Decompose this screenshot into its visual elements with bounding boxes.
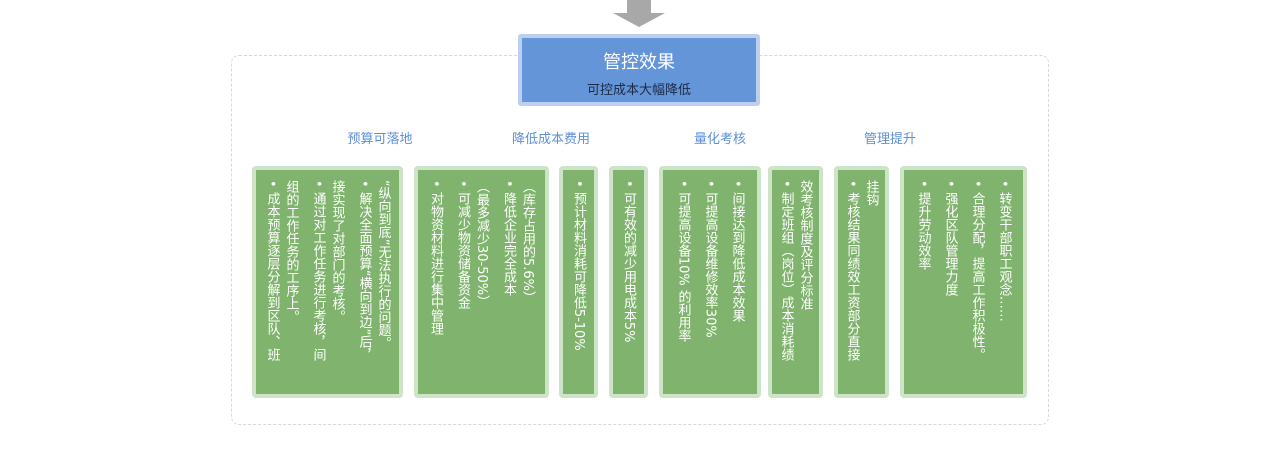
category-label: 量化考核 — [693, 132, 747, 147]
item-text: • 通过对工作任务进行考核，间 — [309, 180, 328, 394]
list-item: • 预计材料消耗可降低5-10% — [569, 180, 588, 394]
item-text: • 制定班组（岗位）成本消耗绩 — [777, 180, 796, 394]
list-item: • 解决全面预算“横向到边”后，“纵向到底”无法执行的问题。 — [355, 180, 393, 394]
bullet-icon: • — [675, 180, 691, 192]
bullet-icon: • — [996, 180, 1012, 192]
item-text: 接实现了对部门的考核。 — [328, 180, 347, 394]
list-item: • 成本预算逐层分解到区队、班组的工作任务的工序上。 — [263, 180, 301, 394]
item-text-line: 组的工作任务的工序上。 — [283, 180, 299, 323]
item-text-line: （库存占用的5.6%） — [520, 180, 535, 305]
item-text: • 合理分配，提高工作积极性。 — [968, 180, 987, 394]
item-text: （最多减少30-50%） — [472, 180, 491, 394]
measure-box: • 考核结果同绩效工资部分直接挂钩 — [834, 166, 889, 398]
bullet-icon: • — [969, 180, 985, 192]
item-text-line: 可减少物资储备资金 — [455, 191, 470, 309]
result-title: 管控效果 — [603, 52, 675, 73]
measure-box: • 预计材料消耗可降低5-10% — [559, 166, 598, 398]
list-item: • 可减少物资储备资金（最多减少30-50%） — [453, 180, 491, 394]
item-text: • 转变干部职工观念…… — [995, 180, 1014, 394]
item-text: 组的工作任务的工序上。 — [282, 180, 301, 394]
list-item: • 间接达到降低成本效果 — [728, 180, 747, 394]
list-item: • 合理分配，提高工作积极性。 — [968, 180, 987, 394]
list-item: • 强化区队管理力度 — [941, 180, 960, 394]
item-text-line: 合理分配，提高工作积极性。 — [969, 191, 985, 361]
item-text-line: 挂钩 — [863, 180, 879, 206]
item-text: • 考核结果同绩效工资部分直接 — [843, 180, 862, 394]
category-label: 降低成本费用 — [511, 132, 591, 147]
bullet-icon: • — [501, 180, 516, 192]
item-text: 挂钩 — [862, 180, 881, 394]
list-item: • 对物资材料进行集中管理 — [426, 180, 445, 394]
item-text: “纵向到底”无法执行的问题。 — [374, 180, 393, 394]
item-text: （库存占用的5.6%） — [518, 180, 537, 394]
list-item: • 转变干部职工观念…… — [995, 180, 1014, 394]
measure-box: • 制定班组（岗位）成本消耗绩效考核制度及评分标准 — [768, 166, 823, 398]
list-item: • 可提高设备10% 的利用率 — [674, 180, 693, 394]
bullet-icon: • — [455, 180, 470, 192]
category-label: 预算可落地 — [347, 132, 413, 147]
item-text-line: 解决全面预算“横向到边”后， — [356, 191, 372, 362]
item-text: • 提升劳动效率 — [914, 180, 933, 394]
list-item: • 可提高设备维修效率30% — [701, 180, 720, 394]
list-item: • 考核结果同绩效工资部分直接挂钩 — [843, 180, 881, 394]
item-text: • 可提高设备维修效率30% — [701, 180, 720, 394]
item-text-line: 转变干部职工观念…… — [996, 191, 1012, 322]
down-arrow-icon — [613, 0, 665, 27]
item-text-line: “纵向到底”无法执行的问题。 — [375, 180, 391, 350]
list-item: • 通过对工作任务进行考核，间接实现了对部门的考核。 — [309, 180, 347, 394]
list-item: • 提升劳动效率 — [914, 180, 933, 394]
item-text: • 预计材料消耗可降低5-10% — [569, 180, 588, 394]
item-text-line: （最多减少30-50%） — [474, 180, 489, 309]
bullet-icon: • — [702, 180, 718, 192]
category-label: 管理提升 — [863, 132, 917, 147]
item-text: • 可有效的减少用电成本5% — [619, 180, 638, 394]
measure-box: • 对物资材料进行集中管理• 可减少物资储备资金（最多减少30-50%）• 降低… — [414, 166, 549, 398]
item-text-line: 可提高设备10% 的利用率 — [675, 191, 691, 342]
item-text: 效考核制度及评分标准 — [796, 180, 815, 394]
item-text-line: 强化区队管理力度 — [942, 191, 958, 296]
bullet-icon: • — [621, 180, 636, 192]
item-text-line: 预计材料消耗可降低5-10% — [571, 191, 586, 351]
list-item: • 可有效的减少用电成本5% — [619, 180, 638, 394]
bullet-icon: • — [571, 180, 586, 192]
list-item: • 制定班组（岗位）成本消耗绩效考核制度及评分标准 — [777, 180, 815, 394]
measure-box: • 可提高设备10% 的利用率• 可提高设备维修效率30%• 间接达到降低成本效… — [659, 166, 761, 398]
item-text-line: 成本预算逐层分解到区队、班 — [264, 191, 280, 361]
result-box: 管控效果 可控成本大幅降低 — [518, 34, 760, 106]
item-text-line: 制定班组（岗位）成本消耗绩 — [778, 191, 794, 361]
item-text-line: 对物资材料进行集中管理 — [428, 191, 443, 335]
bullet-icon: • — [729, 180, 745, 192]
item-text: • 解决全面预算“横向到边”后， — [355, 180, 374, 394]
item-text-line: 间接达到降低成本效果 — [729, 191, 745, 322]
item-text-line: 效考核制度及评分标准 — [797, 180, 813, 310]
item-text: • 成本预算逐层分解到区队、班 — [263, 180, 282, 394]
bullet-icon: • — [915, 180, 931, 192]
measure-box: • 成本预算逐层分解到区队、班组的工作任务的工序上。• 通过对工作任务进行考核，… — [252, 166, 403, 398]
bullet-icon: • — [428, 180, 443, 192]
bullet-icon: • — [264, 180, 280, 192]
bullet-icon: • — [778, 180, 794, 192]
item-text-line: 提升劳动效率 — [915, 191, 931, 270]
bullet-icon: • — [356, 180, 372, 192]
item-text: • 降低企业完全成本 — [499, 180, 518, 394]
item-text: • 强化区队管理力度 — [941, 180, 960, 394]
item-text: • 可提高设备10% 的利用率 — [674, 180, 693, 394]
item-text: • 对物资材料进行集中管理 — [426, 180, 445, 394]
bullet-icon: • — [844, 180, 860, 192]
bullet-icon: • — [942, 180, 958, 192]
item-text-line: 考核结果同绩效工资部分直接 — [844, 191, 860, 361]
item-text-line: 可提高设备维修效率30% — [702, 191, 718, 338]
item-text-line: 通过对工作任务进行考核，间 — [310, 191, 326, 361]
item-text: • 可减少物资储备资金 — [453, 180, 472, 394]
item-text: • 间接达到降低成本效果 — [728, 180, 747, 394]
measure-box: • 提升劳动效率• 强化区队管理力度• 合理分配，提高工作积极性。• 转变干部职… — [900, 166, 1027, 398]
list-item: • 降低企业完全成本（库存占用的5.6%） — [499, 180, 537, 394]
measure-box: • 可有效的减少用电成本5% — [609, 166, 648, 398]
bullet-icon: • — [310, 180, 326, 192]
item-text-line: 可有效的减少用电成本5% — [621, 191, 636, 343]
item-text-line: 接实现了对部门的考核。 — [329, 180, 345, 323]
item-text-line: 降低企业完全成本 — [501, 191, 516, 296]
result-subtitle: 可控成本大幅降低 — [586, 83, 691, 98]
